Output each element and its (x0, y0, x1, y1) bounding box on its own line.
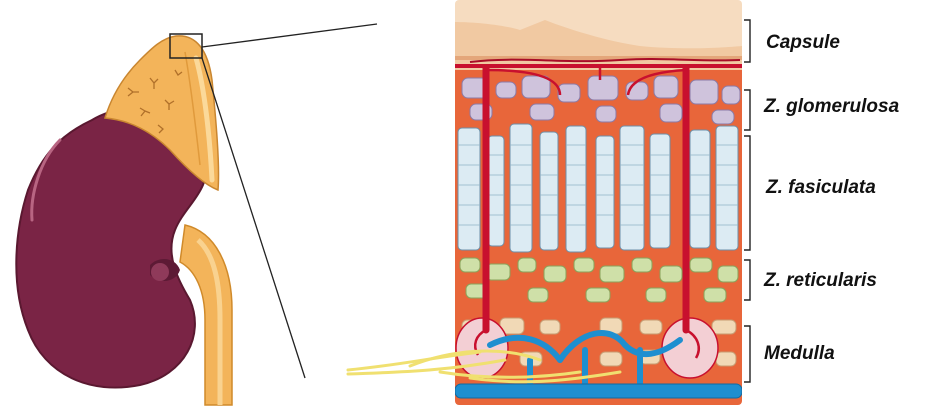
label-zona-reticularis: Z. reticularis (764, 271, 877, 290)
zone-brackets (744, 20, 750, 382)
adrenal-cortex-cross-section (455, 0, 742, 405)
label-zona-fasiculata: Z. fasiculata (766, 178, 876, 197)
label-capsule: Capsule (766, 33, 840, 52)
label-zona-glomerulosa: Z. glomerulosa (764, 97, 899, 116)
label-medulla: Medulla (764, 344, 835, 363)
